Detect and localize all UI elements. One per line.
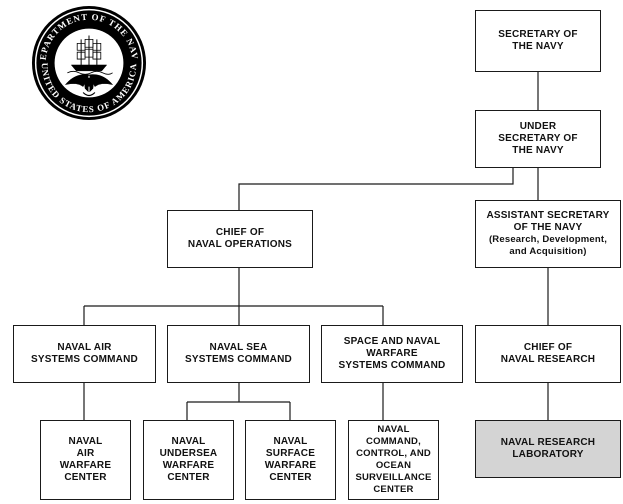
box-chief-of-naval-operations: CHIEF OF NAVAL OPERATIONS	[167, 210, 313, 268]
box-naval-undersea-warfare-center: NAVAL UNDERSEA WARFARE CENTER	[143, 420, 234, 500]
box-label: THE NAVY	[512, 145, 564, 156]
box-label: and Acquisition)	[509, 246, 587, 257]
box-label: UNDERSEA	[159, 448, 218, 459]
box-label: WARFARE	[59, 460, 112, 471]
box-label: SYSTEMS COMMAND	[338, 360, 446, 371]
box-label: UNDER	[519, 121, 557, 132]
box-label: NAVAL OPERATIONS	[187, 239, 293, 250]
box-label: CENTER	[373, 484, 414, 495]
box-label: NAVAL	[377, 424, 410, 435]
box-naval-command-control-ocean-surveillance-center: NAVAL COMMAND, CONTROL, AND OCEAN SURVEI…	[348, 420, 439, 500]
box-label: SYSTEMS COMMAND	[185, 354, 292, 365]
box-label: NAVAL RESEARCH	[500, 437, 596, 448]
box-label: NAVAL	[273, 436, 308, 447]
box-label: ASSISTANT SECRETARY	[486, 210, 610, 221]
box-naval-research-laboratory: NAVAL RESEARCH LABORATORY	[475, 420, 621, 478]
box-label: NAVAL SEA	[209, 342, 268, 353]
box-label: SURFACE	[265, 448, 316, 459]
box-label: CENTER	[167, 472, 210, 483]
box-label: WARFARE	[366, 348, 418, 359]
box-naval-air-systems-command: NAVAL AIR SYSTEMS COMMAND	[13, 325, 156, 383]
box-label: OF THE NAVY	[513, 222, 583, 233]
box-label: SECRETARY OF	[498, 133, 578, 144]
box-label: NAVAL RESEARCH	[500, 354, 596, 365]
box-label: WARFARE	[264, 460, 317, 471]
box-label: OCEAN	[375, 460, 412, 471]
box-label: (Research, Development,	[488, 234, 608, 245]
box-naval-air-warfare-center: NAVAL AIR WARFARE CENTER	[40, 420, 131, 500]
box-label: CHIEF OF	[215, 227, 265, 238]
box-label: CENTER	[64, 472, 107, 483]
box-label: SECRETARY OF	[498, 29, 578, 40]
box-label: CONTROL, AND	[356, 448, 431, 459]
box-under-secretary-of-the-navy: UNDER SECRETARY OF THE NAVY	[475, 110, 601, 168]
box-label: CENTER	[269, 472, 312, 483]
box-chief-of-naval-research: CHIEF OF NAVAL RESEARCH	[475, 325, 621, 383]
box-label: NAVAL	[68, 436, 103, 447]
box-space-and-naval-warfare-systems-command: SPACE AND NAVAL WARFARE SYSTEMS COMMAND	[321, 325, 463, 383]
box-label: SPACE AND NAVAL	[343, 336, 441, 347]
box-naval-sea-systems-command: NAVAL SEA SYSTEMS COMMAND	[167, 325, 310, 383]
box-label: SURVEILLANCE	[355, 472, 432, 483]
box-label: AIR	[76, 448, 95, 459]
box-label: SYSTEMS COMMAND	[31, 354, 138, 365]
box-naval-surface-warfare-center: NAVAL SURFACE WARFARE CENTER	[245, 420, 336, 500]
line-undersec-cno	[238, 168, 514, 210]
box-label: THE NAVY	[512, 41, 564, 52]
box-secretary-of-the-navy: SECRETARY OF THE NAVY	[475, 10, 601, 72]
box-label: CHIEF OF	[523, 342, 573, 353]
box-label: NAVAL AIR	[57, 342, 112, 353]
box-label: COMMAND,	[366, 436, 421, 447]
navy-seal-icon: DEPARTMENT OF THE NAVY UNITED STATES OF …	[30, 4, 147, 121]
box-label: LABORATORY	[512, 449, 584, 460]
box-label: NAVAL	[171, 436, 206, 447]
box-assistant-secretary-rda: ASSISTANT SECRETARY OF THE NAVY (Researc…	[475, 200, 621, 268]
box-label: WARFARE	[162, 460, 215, 471]
